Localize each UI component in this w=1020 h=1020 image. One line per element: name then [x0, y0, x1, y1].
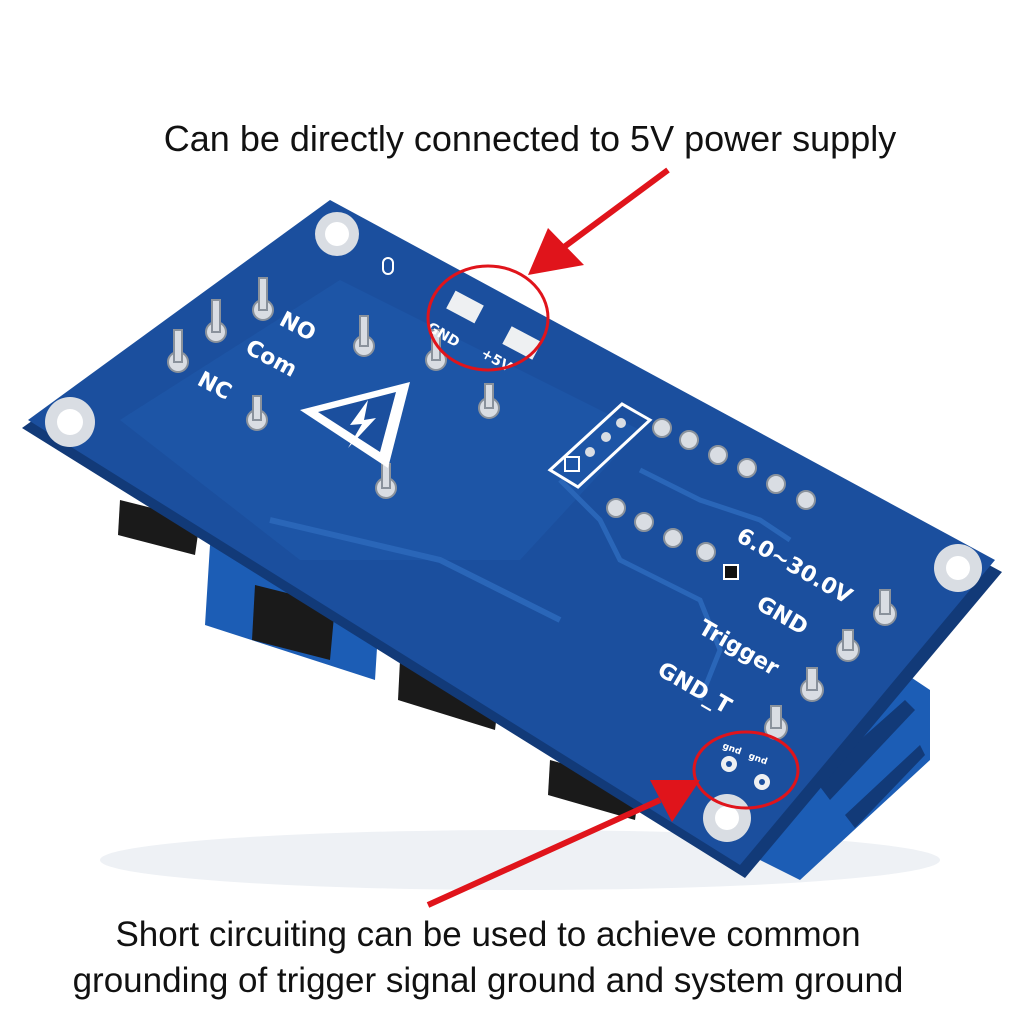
highlight-circle-ground: [692, 730, 800, 810]
red-arrow-top: [528, 167, 670, 275]
solder-pins: [167, 277, 897, 740]
bottom-caption: Short circuiting can be used to achieve …: [0, 912, 998, 1004]
grounding-pads: [721, 756, 770, 790]
power-pads: [382, 257, 542, 360]
mounting-holes: [45, 212, 982, 842]
highlight-circle-power: [426, 264, 550, 372]
top-caption: Can be directly connected to 5V power su…: [163, 118, 897, 159]
high-voltage-warning-icon: [300, 382, 410, 468]
terminal-blocks: [118, 500, 930, 880]
red-arrow-bottom: [426, 780, 700, 908]
header-outline: [547, 402, 739, 580]
bottom-caption-line-2: grounding of trigger signal ground and s…: [72, 961, 904, 1000]
bottom-caption-line-1: Short circuiting can be used to achieve …: [115, 915, 861, 954]
